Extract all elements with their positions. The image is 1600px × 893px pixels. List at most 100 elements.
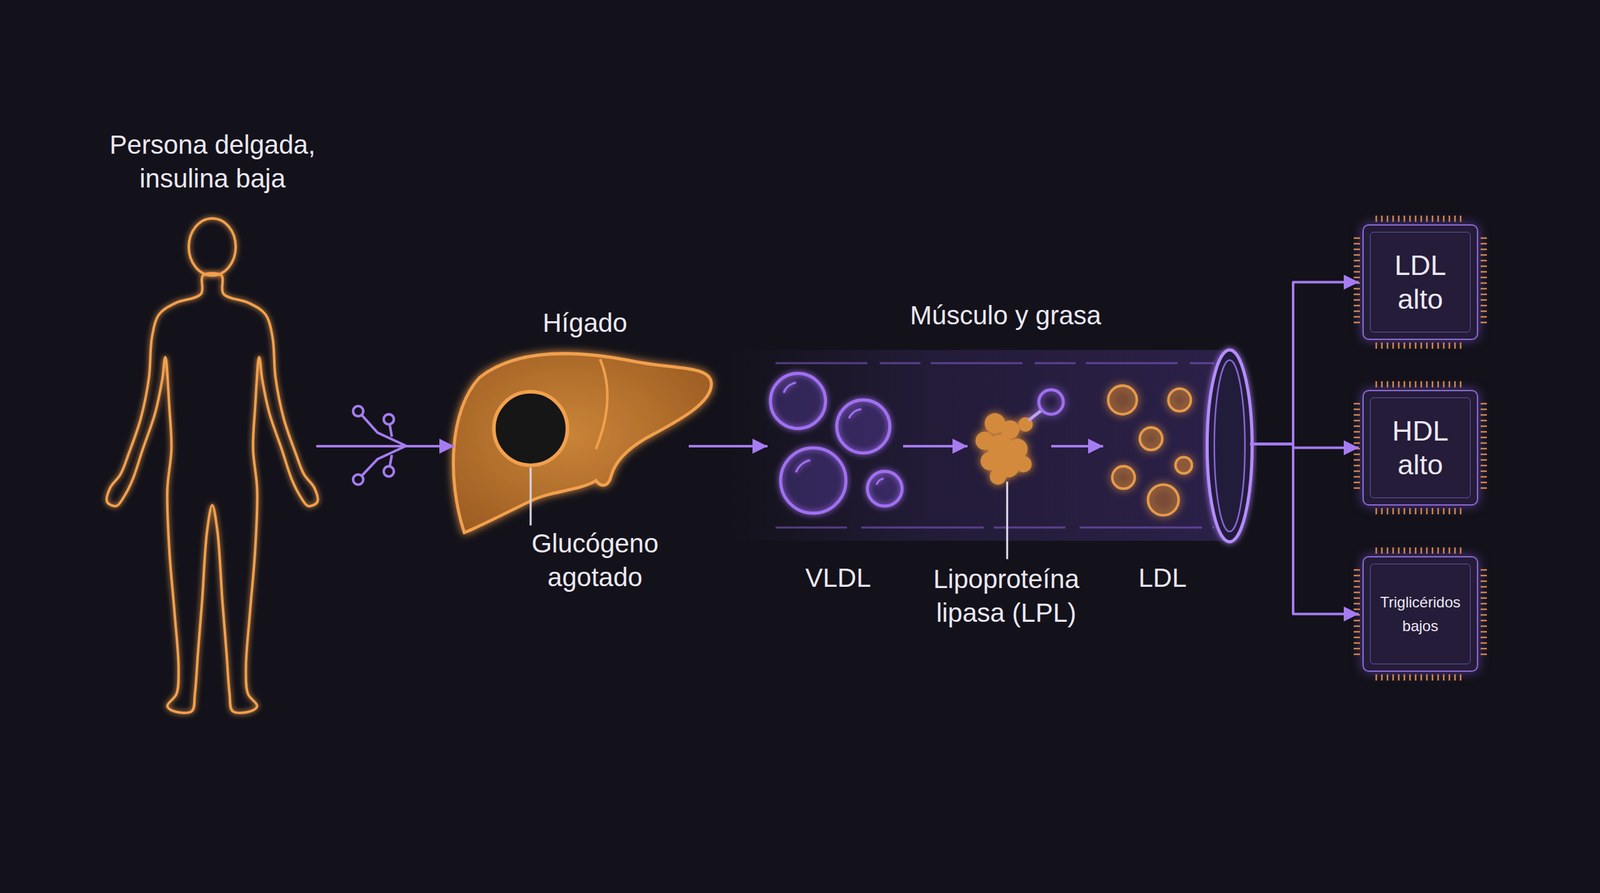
chip-pin bbox=[1480, 288, 1487, 290]
chip-pin bbox=[1392, 215, 1395, 222]
chip-pin bbox=[1375, 215, 1378, 222]
chip-pin bbox=[1353, 453, 1360, 456]
chip-pin bbox=[1353, 481, 1360, 484]
chip-pin bbox=[1480, 420, 1487, 422]
organ-node: Hígado bbox=[454, 346, 689, 538]
chip-pin bbox=[1381, 342, 1384, 349]
chip-pin bbox=[1480, 310, 1487, 313]
chip-pin bbox=[1353, 591, 1360, 594]
chip-pin bbox=[1386, 342, 1389, 349]
chip-pin bbox=[1381, 215, 1384, 222]
vessel-band: VLDLLipoproteína lipasa (LPL)LDLMúsculo … bbox=[740, 346, 1250, 542]
chip-pin bbox=[1480, 408, 1487, 411]
chip-pin bbox=[1375, 547, 1378, 554]
chip-pin bbox=[1386, 381, 1389, 388]
chip-pin bbox=[1480, 470, 1487, 473]
chip-pin bbox=[1353, 487, 1360, 490]
chip-pin bbox=[1353, 243, 1360, 245]
chip-pin bbox=[1398, 342, 1400, 349]
node-text: Lipoproteína lipasa (LPL) bbox=[906, 562, 1107, 630]
chip-pin bbox=[1353, 420, 1360, 422]
chip-pin bbox=[1437, 508, 1440, 515]
person-outline bbox=[106, 273, 319, 714]
chip-pin bbox=[1353, 316, 1360, 319]
chip-pin bbox=[1426, 508, 1429, 515]
flow-arrow bbox=[903, 445, 968, 448]
chip-pin bbox=[1392, 381, 1395, 388]
branch-icon bbox=[353, 406, 407, 485]
chip-pin bbox=[1415, 674, 1417, 681]
chip-pin bbox=[1480, 271, 1487, 274]
chip-pin bbox=[1403, 674, 1406, 681]
chip-core bbox=[1370, 397, 1471, 499]
chip-pin bbox=[1431, 674, 1434, 681]
chip-core bbox=[1370, 563, 1471, 665]
chip-pin bbox=[1431, 342, 1434, 349]
chip-pin bbox=[1403, 508, 1406, 515]
chip-pin bbox=[1409, 215, 1412, 222]
chip-pin bbox=[1437, 342, 1440, 349]
vessel-illustration bbox=[729, 350, 1252, 542]
chip-pin bbox=[1448, 547, 1451, 554]
chip-pin bbox=[1353, 321, 1360, 324]
chip-pin bbox=[1480, 436, 1487, 439]
chip-pin bbox=[1480, 487, 1487, 490]
chip-pin bbox=[1426, 381, 1429, 388]
chip-pin bbox=[1454, 342, 1457, 349]
chip-pin bbox=[1353, 614, 1360, 617]
chip-pin bbox=[1409, 342, 1412, 349]
node-text: LDL alto bbox=[1363, 248, 1477, 317]
chip-pin bbox=[1460, 547, 1462, 554]
chip-pin bbox=[1353, 254, 1360, 257]
chip-pin bbox=[1381, 381, 1384, 388]
node-text: LDL bbox=[1106, 561, 1219, 595]
chip-pin bbox=[1448, 381, 1451, 388]
chip-pin bbox=[1480, 276, 1487, 279]
chip-pin bbox=[1431, 215, 1434, 222]
chip-pin bbox=[1460, 215, 1462, 222]
chip-pin bbox=[1480, 448, 1487, 450]
chip-pin bbox=[1431, 508, 1434, 515]
chip-pin bbox=[1480, 620, 1487, 622]
chip-pin bbox=[1448, 215, 1451, 222]
chip-pin bbox=[1431, 381, 1434, 388]
chip-pin bbox=[1480, 614, 1487, 617]
chip-pin bbox=[1403, 381, 1406, 388]
chip-pin bbox=[1480, 575, 1487, 577]
chip-pin bbox=[1398, 215, 1400, 222]
chip-pin bbox=[1420, 342, 1423, 349]
flow-arrow bbox=[1250, 444, 1359, 449]
chip-pin bbox=[1353, 603, 1360, 605]
result-chip: HDL alto bbox=[1362, 390, 1479, 506]
result-chip: LDL alto bbox=[1362, 224, 1479, 340]
chip-pin bbox=[1353, 648, 1360, 650]
chip-pin bbox=[1480, 465, 1487, 467]
chip-pin bbox=[1375, 381, 1378, 388]
chip-pin bbox=[1454, 381, 1457, 388]
person-head bbox=[188, 218, 236, 275]
chip-pin bbox=[1353, 586, 1360, 589]
chip-pin bbox=[1415, 342, 1417, 349]
chip-pin bbox=[1353, 288, 1360, 290]
chip-pin bbox=[1480, 299, 1487, 302]
chip-pin bbox=[1409, 674, 1412, 681]
chip-pin bbox=[1454, 508, 1457, 515]
chip-pin bbox=[1353, 631, 1360, 634]
chip-pin bbox=[1353, 575, 1360, 577]
chip-pin bbox=[1392, 547, 1395, 554]
chip-pin bbox=[1375, 342, 1378, 349]
chip-pin bbox=[1480, 243, 1487, 245]
chip-pin bbox=[1409, 381, 1412, 388]
chip-pin bbox=[1381, 674, 1384, 681]
chip-pin bbox=[1480, 260, 1487, 262]
chip-pin bbox=[1480, 631, 1487, 634]
chip-pins bbox=[1353, 215, 1487, 681]
chip-pin bbox=[1420, 508, 1423, 515]
chip-pin bbox=[1386, 674, 1389, 681]
chip-pin bbox=[1353, 470, 1360, 473]
chip-pin bbox=[1480, 305, 1487, 307]
chip-pin bbox=[1353, 299, 1360, 302]
chip-pin bbox=[1426, 674, 1429, 681]
chip-pin bbox=[1415, 508, 1417, 515]
chip-pin bbox=[1353, 265, 1360, 268]
